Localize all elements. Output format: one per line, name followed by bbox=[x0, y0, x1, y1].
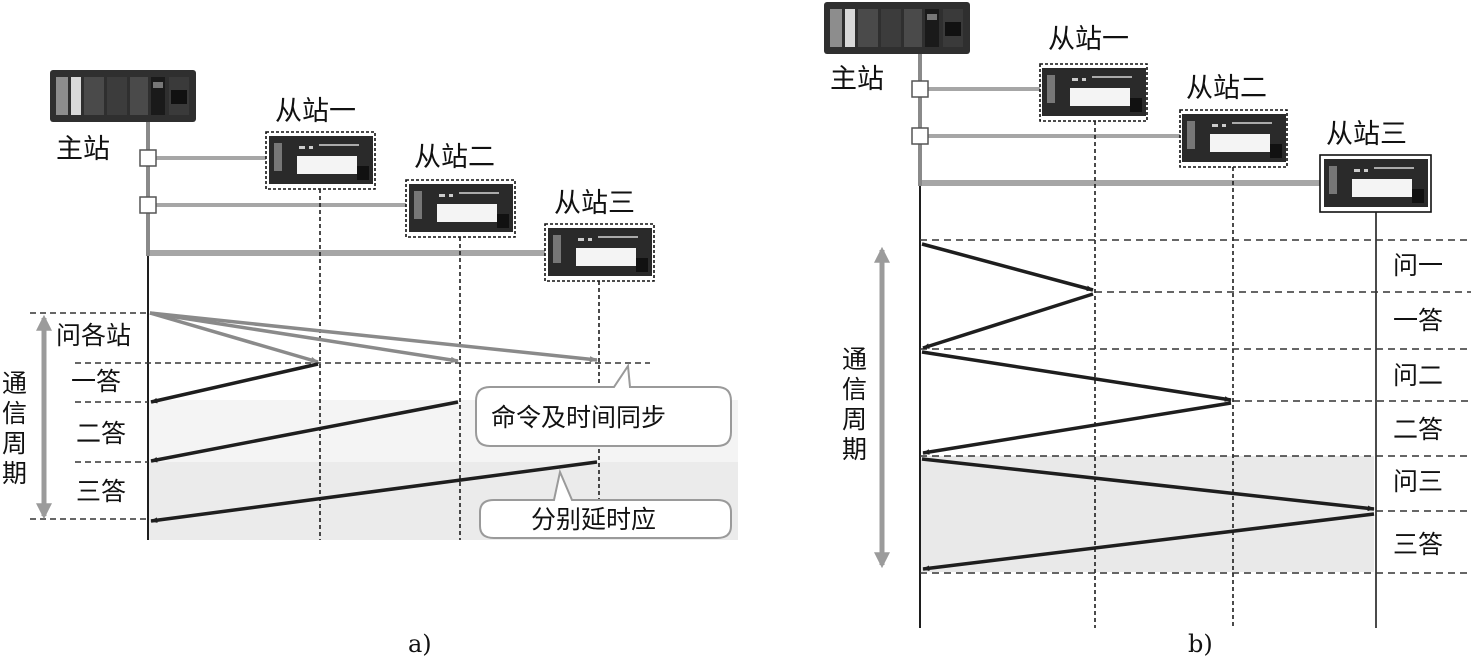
bus-node-1-b bbox=[911, 80, 929, 98]
caption-b: b) bbox=[1188, 630, 1213, 658]
slave-label-1-a: 从站一 bbox=[275, 96, 356, 127]
response-arrow-1-a bbox=[150, 362, 319, 404]
bus-node-2-a bbox=[139, 196, 157, 214]
slave-device-2-b bbox=[1179, 109, 1288, 168]
slave-label-3-b: 从站三 bbox=[1326, 119, 1407, 150]
slave-device-3-b bbox=[1319, 154, 1432, 213]
slave-device-3-a bbox=[544, 223, 655, 282]
phase-label-b-a1: 一答 bbox=[1393, 306, 1443, 335]
phase-label-a-ans2: 二答 bbox=[76, 419, 126, 448]
slave-label-3-a: 从站三 bbox=[554, 188, 635, 219]
bus-node-1-a bbox=[139, 149, 157, 167]
cycle-char-2-b: 信 bbox=[842, 375, 867, 404]
query-arrow-3-b bbox=[921, 457, 1375, 512]
phase-label-b-a3: 三答 bbox=[1393, 530, 1443, 559]
broadcast-arrow-3-a bbox=[149, 311, 598, 363]
phase-label-b-q2: 问二 bbox=[1393, 361, 1443, 390]
query-arrow-1-b bbox=[921, 242, 1094, 292]
phase-label-a-ask: 问各站 bbox=[56, 321, 131, 350]
response-callout: 分别延时应 bbox=[479, 468, 732, 539]
panel-a: 主站 从站一 从站二 从站三 bbox=[2, 70, 738, 658]
answer-arrow-3-b bbox=[922, 512, 1375, 572]
cycle-char-4-b: 期 bbox=[842, 435, 867, 464]
phase-label-b-q3: 问三 bbox=[1393, 467, 1443, 496]
query-three-band bbox=[920, 456, 1374, 572]
slave-device-1-a bbox=[265, 131, 376, 190]
slave-label-2-a: 从站二 bbox=[414, 142, 495, 173]
slave-label-1-b: 从站一 bbox=[1048, 24, 1129, 55]
master-label-a: 主站 bbox=[56, 134, 110, 165]
cycle-char-3-b: 周 bbox=[842, 405, 867, 434]
cycle-char-3-a: 周 bbox=[2, 429, 27, 458]
cycle-char-1-a: 通 bbox=[2, 369, 27, 398]
phase-label-b-q1: 问一 bbox=[1393, 251, 1443, 280]
master-plc-b bbox=[824, 2, 970, 54]
response-arrow-2-a bbox=[150, 400, 459, 463]
broadcast-arrow-1-a bbox=[149, 311, 319, 364]
phase-label-a-ans3: 三答 bbox=[76, 477, 126, 506]
answer-arrow-1-b bbox=[922, 292, 1094, 350]
command-callout-text: 命令及时间同步 bbox=[491, 403, 666, 432]
caption-a: a) bbox=[408, 630, 432, 658]
slave-label-2-b: 从站二 bbox=[1186, 73, 1267, 104]
answer-arrow-2-b bbox=[922, 401, 1232, 455]
slave-device-2-a bbox=[405, 179, 516, 238]
panel-b: 主站 从站一 从站二 从站三 bbox=[824, 2, 1471, 658]
command-callout: 命令及时间同步 bbox=[475, 363, 732, 447]
bus-node-2-b bbox=[911, 127, 929, 145]
master-label-b: 主站 bbox=[830, 64, 884, 95]
response-callout-text: 分别延时应 bbox=[531, 505, 656, 534]
broadcast-arrow-2-a bbox=[149, 311, 459, 364]
cycle-char-2-a: 信 bbox=[2, 399, 27, 428]
cycle-char-1-b: 通 bbox=[842, 345, 867, 374]
response-arrow-3-a bbox=[150, 460, 598, 523]
phase-label-a-ans1: 一答 bbox=[71, 367, 121, 396]
slave-device-1-b bbox=[1039, 63, 1148, 122]
master-plc-a bbox=[50, 70, 196, 122]
query-arrow-2-b bbox=[921, 350, 1232, 402]
cycle-char-4-a: 期 bbox=[2, 459, 27, 488]
phase-label-b-a2: 二答 bbox=[1393, 415, 1443, 444]
